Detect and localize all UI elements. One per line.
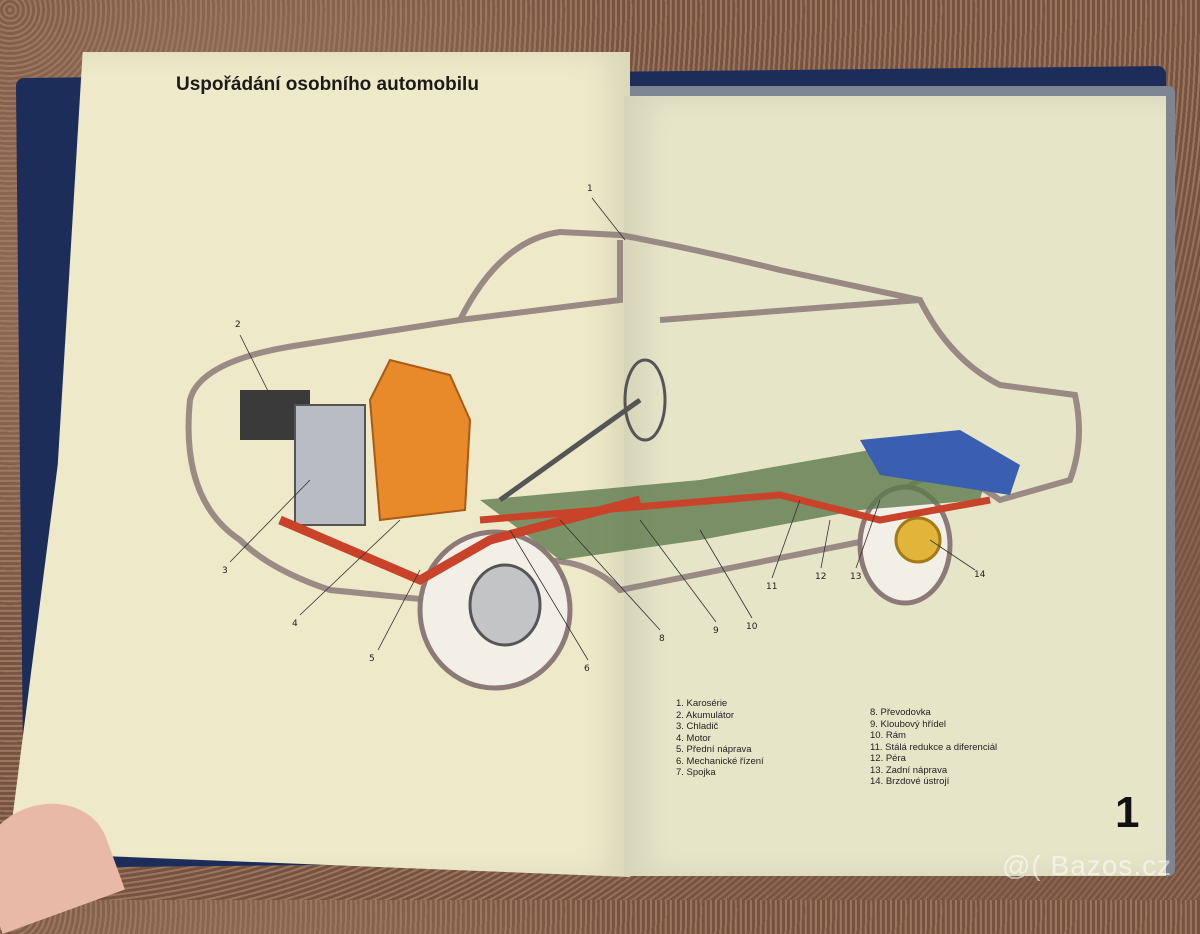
steering-wheel bbox=[623, 358, 667, 442]
front-axle bbox=[278, 495, 642, 586]
drive-shaft bbox=[479, 491, 991, 524]
legend-item: 9. Kloubový hřídel bbox=[870, 718, 947, 730]
legend-item: 5. Přední náprava bbox=[676, 744, 752, 755]
engine bbox=[368, 358, 472, 522]
callout-5: 5 bbox=[369, 654, 375, 664]
legend-item: 6. Mechanické řízení bbox=[676, 755, 764, 767]
page-number: 1 bbox=[1115, 788, 1140, 837]
steering-column bbox=[498, 397, 642, 503]
callout-12: 12 bbox=[815, 572, 827, 582]
watermark: @( Bazos.cz bbox=[1002, 850, 1173, 881]
windshield-outline bbox=[459, 240, 623, 323]
frame bbox=[480, 450, 990, 560]
callout-13: 13 bbox=[850, 572, 862, 582]
legend-right: 8. Převodovka 9. Kloubový hřídel 10. Rám… bbox=[870, 707, 997, 788]
legend-item: 10. Rám bbox=[870, 730, 906, 741]
radiator bbox=[294, 404, 366, 526]
callout-9: 9 bbox=[713, 626, 719, 636]
legend-item: 2. Akumulátor bbox=[676, 709, 735, 721]
legend-item: 11. Stálá redukce a diferenciál bbox=[870, 741, 998, 753]
car-cutaway-illustration bbox=[185, 197, 1082, 691]
legend-item: 13. Zadní náprava bbox=[870, 764, 948, 776]
legend-item: 8. Převodovka bbox=[870, 707, 931, 718]
legend-item: 14. Brzdové ústrojí bbox=[870, 776, 950, 787]
fuel-tank bbox=[860, 430, 1020, 495]
legend-left: 1. Karosérie 2. Akumulátor 3. Chladič 4.… bbox=[676, 698, 764, 779]
callout-2: 2 bbox=[235, 320, 241, 330]
legend-item: 7. Spojka bbox=[676, 767, 716, 778]
callout-10: 10 bbox=[746, 622, 758, 632]
callout-11: 11 bbox=[766, 582, 778, 592]
page-title: Uspořádání osobního automobilu bbox=[176, 74, 479, 95]
legend-item: 4. Motor bbox=[676, 732, 711, 744]
rear-window-outline bbox=[659, 297, 921, 323]
callout-8: 8 bbox=[659, 634, 665, 644]
callout-3: 3 bbox=[222, 566, 228, 576]
callout-1: 1 bbox=[587, 184, 593, 194]
brake-drum bbox=[894, 516, 942, 564]
legend-item: 3. Chladič bbox=[676, 721, 719, 732]
callout-4: 4 bbox=[292, 619, 298, 629]
legend-item: 12. Péra bbox=[870, 753, 906, 764]
callout-14: 14 bbox=[974, 570, 986, 580]
callout-6: 6 bbox=[584, 664, 590, 674]
legend-item: 1. Karosérie bbox=[676, 698, 728, 709]
